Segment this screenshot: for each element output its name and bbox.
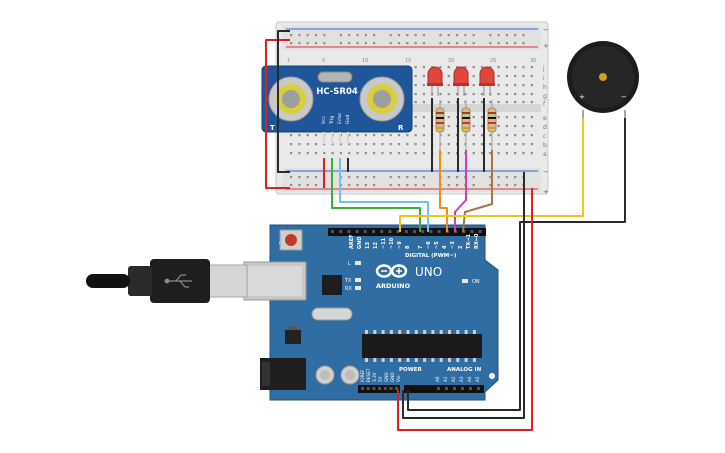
led-label-l: L: [348, 261, 351, 267]
power-pin-5v: 5V: [378, 376, 383, 382]
analog-pin-a4: A4: [467, 376, 472, 382]
pin-label-8: 8: [405, 245, 411, 249]
brand-label: ARDUINO: [376, 282, 411, 290]
pin-label-aref: AREF: [349, 234, 355, 249]
analog-label: ANALOG IN: [447, 367, 482, 373]
power-pin-gnd-2: GND: [390, 372, 395, 382]
col-number-25: 25: [490, 58, 496, 64]
sensor-pin-trig: Trig: [329, 116, 335, 125]
buzzer-hole-icon: [599, 73, 607, 81]
col-number-20: 20: [448, 58, 454, 64]
on-label: ON: [472, 279, 480, 285]
sensor-pin-vcc: Vcc: [321, 115, 327, 124]
wire-sensor-trig: [331, 158, 421, 232]
arduino-uno-board: AREF GND 13 12 ~11 ~10 ~9 8 7 ~6 ~5 4 ~3…: [243, 224, 499, 401]
chip-pins: [365, 330, 476, 362]
analog-pin-a5: A5: [475, 376, 480, 382]
wire-buzzer-signal: [399, 118, 584, 232]
led-1: [427, 66, 443, 96]
pin-label-2: 2: [458, 245, 464, 249]
power-pin-reset: RESET: [366, 368, 371, 382]
pin-label-tx: TX→1: [466, 234, 472, 249]
col-number-1: 1: [287, 58, 290, 64]
power-pin-gnd-1: GND: [384, 372, 389, 382]
sensor-pin-echo: Echo: [337, 113, 343, 124]
pin-label-12: 12: [373, 242, 379, 249]
pin-label-6: ~6: [426, 241, 432, 249]
sensor-corner-r: R: [398, 124, 404, 132]
pin-label-7: 7: [418, 245, 424, 249]
wire-top-black: [277, 30, 290, 173]
analog-pin-a3: A3: [459, 376, 464, 382]
wire-led-2: [454, 150, 467, 232]
analog-pin-a1: A1: [443, 376, 448, 382]
power-pin-vin: Vin: [396, 375, 401, 382]
rail-plus-label: +: [543, 42, 549, 50]
wire-led-3: [462, 150, 493, 233]
row-letter-a: a: [543, 151, 547, 158]
row-letter-j: j: [542, 65, 545, 72]
pin-label-10: ~10: [389, 237, 395, 249]
atmega-chip: [362, 334, 482, 358]
resistor-1: [435, 100, 445, 150]
sensor-pin-gnd: Gnd: [345, 115, 351, 124]
piezo-buzzer: + −: [567, 41, 639, 120]
pin-label-11: ~11: [381, 237, 387, 249]
rail-plus-label-bottom: +: [543, 188, 549, 196]
wire-led-1: [439, 150, 448, 232]
buzzer-minus-label: −: [621, 93, 627, 101]
row-letter-f: f: [543, 101, 546, 108]
pin-label-13: 13: [365, 242, 371, 249]
row-letter-b: b: [543, 142, 547, 149]
pin-label-4: 4: [442, 245, 448, 249]
sensor-corner-t: T: [270, 124, 275, 132]
analog-pin-a2: A2: [451, 376, 456, 382]
model-label: UNO: [415, 265, 442, 279]
wire-rail-gnd: [402, 172, 525, 419]
pin-label-gnd: GND: [357, 237, 363, 249]
row-letter-h: h: [543, 84, 547, 91]
col-number-5: 5: [322, 58, 325, 64]
wire-buzzer-gnd: [407, 118, 626, 411]
buzzer-plus-label: +: [579, 93, 585, 101]
led-group: [427, 66, 497, 150]
col-number-10: 10: [362, 58, 368, 64]
col-number-30: 30: [530, 58, 536, 64]
resistor-3: [487, 100, 497, 150]
wire-rail-5v: [397, 188, 533, 431]
rail-minus-label-bottom: −: [543, 168, 549, 176]
wires: [265, 30, 626, 431]
sensor-model-label: HC-SR04: [316, 87, 358, 97]
analog-header: [404, 385, 484, 393]
arduino-logo-icon: [375, 264, 408, 278]
power-label: POWER: [399, 367, 423, 373]
led-label-tx: TX: [344, 278, 352, 284]
reset-button-cap-icon: [285, 234, 297, 246]
col-number-15: 15: [405, 58, 411, 64]
digital-label: DIGITAL (PWM~): [405, 253, 457, 259]
row-letter-g: g: [543, 93, 547, 100]
row-letter-d: d: [543, 124, 547, 131]
led-label-rx: RX: [345, 286, 352, 292]
usb-cable: [86, 259, 248, 303]
resistor-2: [461, 100, 471, 150]
pin-label-5: ~5: [434, 241, 440, 249]
usb-symbol-icon: [164, 274, 192, 288]
power-pin-ioref: IOREF: [360, 369, 365, 382]
rail-minus-label: −: [543, 26, 549, 34]
pin-label-9: ~9: [397, 241, 403, 249]
pin-label-rx: RX←0: [474, 233, 480, 249]
row-letter-i: i: [543, 75, 545, 82]
analog-pin-a0: A0: [435, 376, 440, 382]
ultrasonic-sensor: HC-SR04 T R Vcc Trig Echo Gnd: [261, 65, 413, 144]
row-letter-e: e: [543, 115, 547, 122]
power-pin-3v3: 3.3V: [372, 372, 377, 382]
led-2: [453, 66, 469, 96]
row-letter-c: c: [543, 133, 546, 140]
pin-label-3: ~3: [450, 241, 456, 249]
led-3: [479, 66, 495, 96]
